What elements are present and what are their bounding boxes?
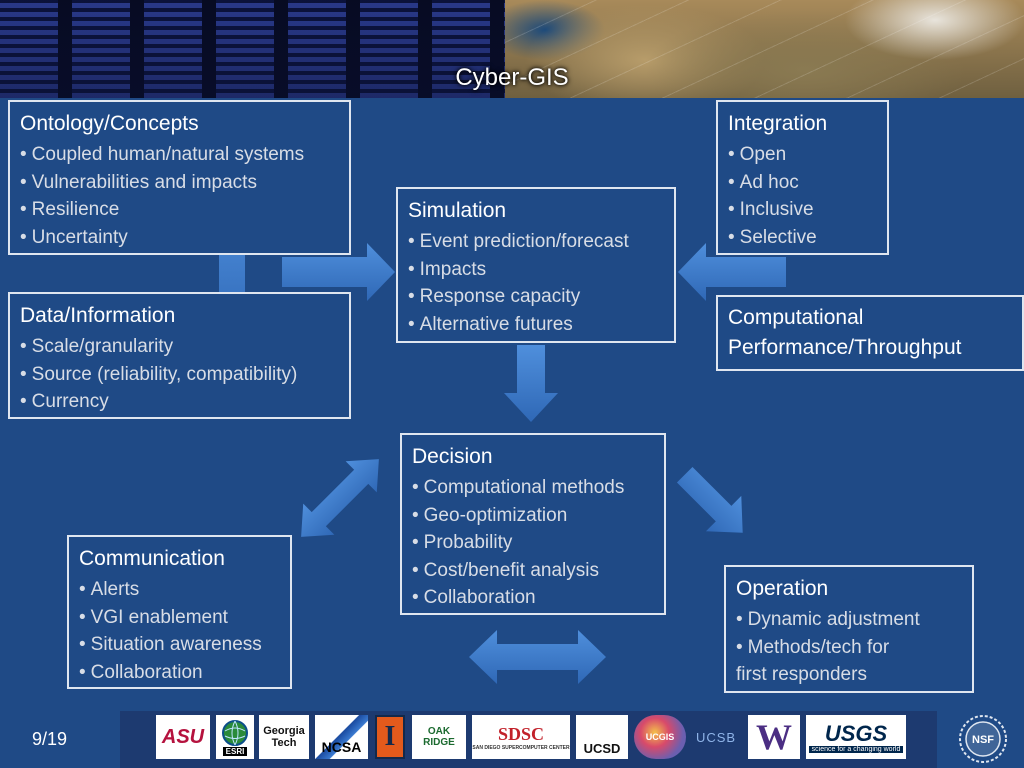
ucgis-logo: UCGIS bbox=[634, 715, 686, 759]
integration-list: •Open •Ad hoc •Inclusive •Selective bbox=[728, 141, 877, 251]
georgia-tech-logo: Georgia Tech bbox=[259, 715, 309, 759]
list-item: •Response capacity bbox=[408, 286, 581, 307]
partner-logo-strip: ASU ESRI Georgia Tech NCSA I OAK RIDGE S… bbox=[120, 711, 937, 768]
list-item: •VGI enablement bbox=[79, 606, 228, 628]
decision-list: •Computational methods •Geo-optimization… bbox=[412, 474, 654, 612]
communication-list: •Alerts •VGI enablement •Situation aware… bbox=[79, 576, 280, 686]
computational-performance-box: Computational Performance/Throughput bbox=[716, 295, 1024, 371]
list-item: •Inclusive bbox=[728, 199, 814, 220]
usgs-text: USGS bbox=[824, 720, 888, 746]
data-information-box: Data/Information •Scale/granularity •Sou… bbox=[8, 292, 351, 419]
list-item: •Event prediction/forecast bbox=[408, 231, 629, 252]
satellite-map-image bbox=[505, 0, 1024, 98]
list-item: •Alternative futures bbox=[408, 313, 573, 335]
usgs-logo: USGS science for a changing world bbox=[806, 715, 906, 759]
esri-logo: ESRI bbox=[216, 715, 254, 759]
ucsb-logo: UCSB bbox=[695, 729, 737, 745]
decision-title: Decision bbox=[412, 445, 493, 468]
list-item: •Collaboration bbox=[412, 587, 536, 608]
ontology-title: Ontology/Concepts bbox=[20, 112, 199, 135]
ucsd-logo: UCSD bbox=[576, 715, 628, 759]
list-item: •Computational methods bbox=[412, 477, 625, 498]
list-item: •Dynamic adjustment bbox=[736, 609, 920, 630]
list-item: •Uncertainty bbox=[20, 226, 128, 248]
ontology-list: •Coupled human/natural systems •Vulnerab… bbox=[20, 141, 339, 251]
list-item: •Alerts bbox=[79, 579, 140, 600]
list-item: •Methods/tech for bbox=[736, 636, 890, 658]
simulation-title: Simulation bbox=[408, 199, 507, 222]
server-rack-image bbox=[0, 0, 505, 98]
illinois-logo: I bbox=[375, 715, 405, 759]
data-information-title: Data/Information bbox=[20, 304, 176, 327]
header-banner bbox=[0, 0, 1024, 98]
communication-box: Communication •Alerts •VGI enablement •S… bbox=[67, 535, 292, 689]
list-item: •Source (reliability, compatibility) bbox=[20, 363, 298, 385]
list-item: •Cost/benefit analysis bbox=[412, 559, 599, 581]
list-item: •Collaboration bbox=[79, 661, 203, 683]
arrow-to-operation-icon bbox=[676, 466, 743, 533]
list-item: •Scale/granularity bbox=[20, 336, 174, 357]
integration-title: Integration bbox=[728, 112, 828, 135]
slide-title: Cyber-GIS bbox=[455, 64, 569, 91]
uw-logo: W bbox=[748, 715, 800, 759]
list-item: •Geo-optimization bbox=[412, 504, 568, 526]
bottom-double-arrow-icon bbox=[469, 630, 606, 684]
simulation-box: Simulation •Event prediction/forecast •I… bbox=[396, 187, 676, 343]
nsf-text: NSF bbox=[972, 734, 994, 746]
list-item: •Situation awareness bbox=[79, 634, 262, 655]
data-information-list: •Scale/granularity •Source (reliability,… bbox=[20, 333, 339, 416]
operation-continuation: first responders bbox=[736, 664, 867, 685]
esri-text: ESRI bbox=[222, 746, 248, 756]
sdsc-logo: SDSC SAN DIEGO SUPERCOMPUTER CENTER bbox=[472, 715, 570, 759]
nsf-seal-icon: NSF bbox=[959, 715, 1007, 763]
computational-line1: Computational bbox=[728, 306, 864, 329]
list-item: •Selective bbox=[728, 226, 817, 248]
operation-title: Operation bbox=[736, 577, 829, 600]
sdsc-subtext: SAN DIEGO SUPERCOMPUTER CENTER bbox=[472, 744, 570, 751]
list-item: •Probability bbox=[412, 532, 513, 553]
computational-line2: Performance/Throughput bbox=[728, 336, 962, 359]
operation-box: Operation •Dynamic adjustment •Methods/t… bbox=[724, 565, 974, 693]
usgs-tagline: science for a changing world bbox=[808, 745, 904, 753]
page-number: 9/19 bbox=[32, 729, 68, 749]
arrow-to-decision-icon bbox=[504, 345, 558, 422]
ncsa-logo: NCSA bbox=[315, 715, 368, 759]
list-item: •Impacts bbox=[408, 258, 487, 280]
list-item: •Open bbox=[728, 144, 787, 165]
operation-list: •Dynamic adjustment •Methods/tech for bbox=[736, 606, 962, 661]
ontology-concepts-box: Ontology/Concepts •Coupled human/natural… bbox=[8, 100, 351, 255]
list-item: •Resilience bbox=[20, 199, 120, 220]
oak-ridge-logo: OAK RIDGE bbox=[412, 715, 466, 759]
decision-communication-double-arrow-icon bbox=[301, 459, 379, 537]
simulation-list: •Event prediction/forecast •Impacts •Res… bbox=[408, 228, 664, 338]
globe-icon bbox=[222, 719, 248, 746]
list-item: •Coupled human/natural systems bbox=[20, 144, 305, 165]
decision-box: Decision •Computational methods •Geo-opt… bbox=[400, 433, 666, 615]
list-item: •Vulnerabilities and impacts bbox=[20, 171, 257, 193]
asu-logo: ASU bbox=[156, 715, 210, 759]
integration-box: Integration •Open •Ad hoc •Inclusive •Se… bbox=[716, 100, 889, 255]
communication-title: Communication bbox=[79, 547, 225, 570]
list-item: •Currency bbox=[20, 391, 109, 412]
list-item: •Ad hoc bbox=[728, 171, 799, 193]
sdsc-text: SDSC bbox=[497, 723, 545, 744]
